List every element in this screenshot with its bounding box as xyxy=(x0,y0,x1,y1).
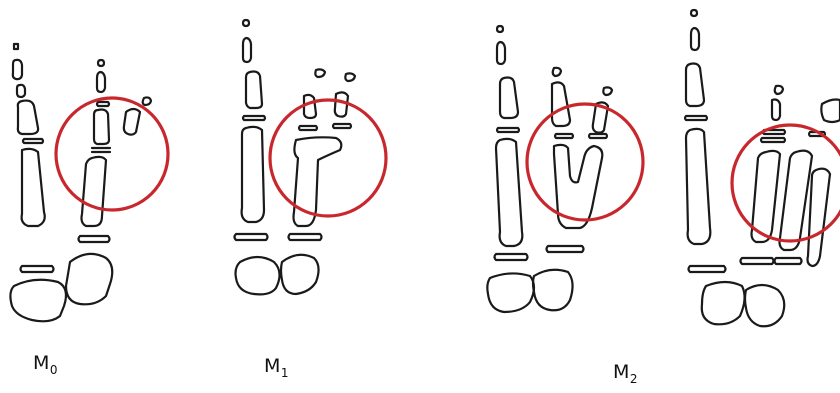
m1-highlight-circle xyxy=(270,100,386,216)
m1-normal-metacarpal xyxy=(242,127,264,222)
m2a-normal-tip-dot xyxy=(497,26,503,32)
m1-normal-digit xyxy=(235,20,280,294)
m1-affected-distal-phalanx xyxy=(304,95,316,118)
m2a-normal-carpal xyxy=(487,273,534,312)
m1-normal-joint-cap xyxy=(243,116,265,120)
m2b-normal-joint-cap xyxy=(685,116,707,120)
label-m2-main: M xyxy=(613,361,630,383)
m0-normal-distal-phalanx xyxy=(13,60,22,79)
m0-affected-joint-cap xyxy=(92,148,110,152)
m1-fused-proximal xyxy=(294,137,342,226)
m2b-normal-distal-phalanx xyxy=(691,28,699,50)
label-m0-sub: 0 xyxy=(50,363,58,377)
label-m2: M2 xyxy=(613,361,638,386)
m1-normal-tip-dot xyxy=(243,20,249,26)
m0-highlight-circle xyxy=(56,98,168,210)
m0-normal-tip-dot xyxy=(14,44,18,49)
m0-affected-carpal xyxy=(66,254,112,305)
m0-normal-proximal-phalanx xyxy=(18,101,38,134)
m2b-affected-carpal xyxy=(745,285,784,326)
m2b-affected-digit xyxy=(741,86,840,326)
m1-affected-base-cap xyxy=(289,234,322,240)
m1-duplicate-tip xyxy=(345,73,355,81)
figure-m2-right xyxy=(685,10,840,326)
m2b-normal-metacarpal xyxy=(686,129,710,244)
m0-normal-digit xyxy=(10,44,66,321)
m2a-normal-joint-cap xyxy=(497,128,519,132)
label-m1-main: M xyxy=(264,355,281,377)
m2a-normal-distal-phalanx xyxy=(497,42,505,64)
m0-normal-metacarpal xyxy=(22,149,45,226)
m1-joint-caps xyxy=(299,124,351,130)
m2a-duplicate-tip xyxy=(603,87,612,95)
m2a-affected-base-cap xyxy=(547,246,584,252)
m0-affected-tip-dot xyxy=(98,60,104,66)
figure-m2-left xyxy=(487,26,643,312)
m0-affected-proximal-phalanx xyxy=(94,110,109,145)
figure-m1 xyxy=(235,20,387,294)
m0-normal-middle-phalanx xyxy=(17,85,25,97)
m0-affected-distal-phalanx xyxy=(97,72,105,92)
m0-duplicate-tip xyxy=(143,97,151,105)
label-m2-sub: 2 xyxy=(630,372,638,386)
m0-affected-middle-phalanx xyxy=(97,102,109,106)
m2b-normal-middle-phalanx xyxy=(686,64,704,107)
m2b-normal-tip-dot xyxy=(691,10,697,16)
m2a-affected-middle-phalanx xyxy=(552,82,570,126)
m1-normal-base-cap xyxy=(235,234,268,240)
m2b-normal-base-cap xyxy=(689,266,726,272)
m0-normal-joint-cap xyxy=(23,139,43,143)
figure-m0 xyxy=(10,44,168,321)
m2b-duplicate-phalanx xyxy=(821,100,840,123)
m1-normal-middle-phalanx xyxy=(246,72,262,109)
m2a-affected-tip xyxy=(553,68,561,76)
m2a-affected-carpal xyxy=(533,270,573,311)
m2a-normal-metacarpal xyxy=(496,139,522,246)
m0-normal-carpal xyxy=(10,280,66,322)
label-m0-main: M xyxy=(33,352,50,374)
m2a-joint-caps xyxy=(555,134,607,138)
m2a-normal-base-cap xyxy=(495,254,528,260)
label-m1-sub: 1 xyxy=(281,366,289,380)
m1-normal-carpal xyxy=(236,257,280,294)
m1-normal-distal-phalanx xyxy=(243,38,251,62)
m2b-metacarpal-c xyxy=(808,169,831,266)
m0-duplicate-phalanx xyxy=(124,109,140,135)
m1-affected-tip xyxy=(315,69,325,77)
m2b-base-caps xyxy=(741,258,802,264)
m1-affected-carpal xyxy=(281,255,319,294)
m0-affected-base-cap xyxy=(79,236,110,242)
m2a-normal-middle-phalanx xyxy=(500,78,518,119)
label-m1: M1 xyxy=(264,355,289,380)
m0-affected-metacarpal xyxy=(82,157,107,226)
m2a-highlight-circle xyxy=(527,104,643,220)
m2b-metacarpal-b xyxy=(780,151,813,250)
label-m0: M0 xyxy=(33,352,58,377)
m2b-affected-distal-phalanx xyxy=(772,100,780,121)
m0-normal-base-cap xyxy=(21,266,54,272)
m2b-affected-tip xyxy=(775,86,783,94)
m2b-normal-carpal xyxy=(702,282,745,324)
